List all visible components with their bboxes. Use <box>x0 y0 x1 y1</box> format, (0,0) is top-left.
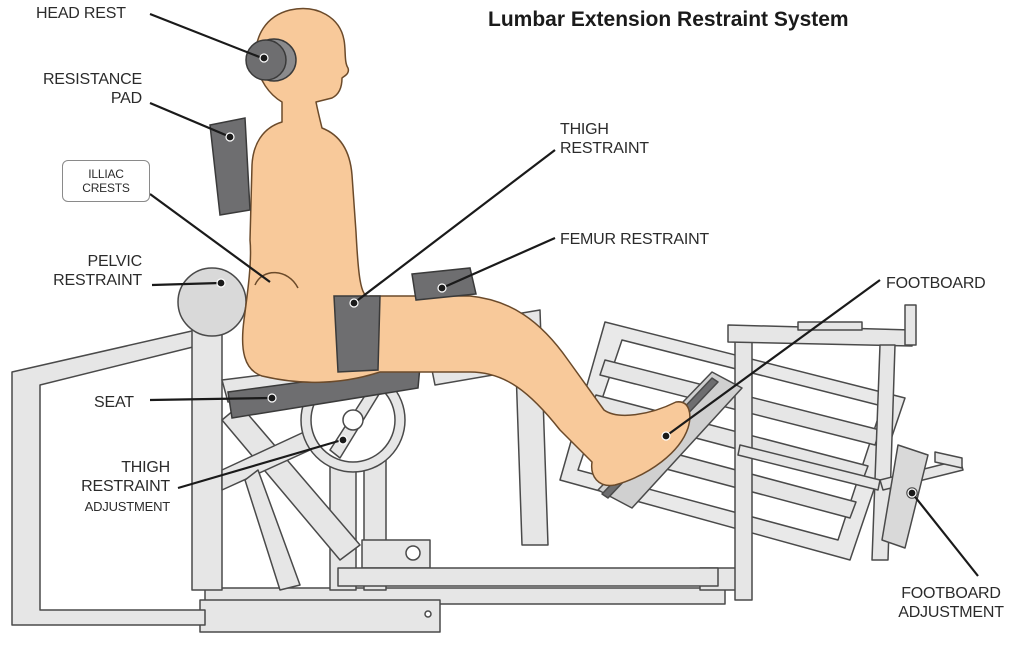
top-post <box>904 304 917 346</box>
crank-handle <box>934 451 963 469</box>
lower-rail <box>337 567 719 587</box>
iliac-crest-line <box>254 271 299 289</box>
crank-wheel <box>881 444 929 549</box>
dot-footboard <box>661 431 671 441</box>
thigh-restraint-pad <box>333 295 381 373</box>
leader-head-rest <box>149 12 263 60</box>
leader-pelvic-restraint <box>151 281 221 287</box>
label-thigh-restraint: THIGH RESTRAINT <box>560 121 649 157</box>
base-bolt <box>424 610 432 618</box>
label-femur-restraint: FEMUR RESTRAINT <box>560 231 710 248</box>
leader-femur-restraint <box>441 236 556 290</box>
leader-thigh-adjust <box>177 438 343 490</box>
leader-footboard-adjust <box>911 492 979 577</box>
label-pelvic-restraint: PELVIC RESTRAINT <box>53 253 142 289</box>
leader-footboard <box>665 279 881 437</box>
wheel-hub <box>342 409 364 431</box>
leader-seat <box>149 396 271 402</box>
leader-illiac-crests <box>149 193 271 283</box>
cross-bolt <box>405 545 421 561</box>
label-seat: SEAT <box>94 394 134 411</box>
leader-resistance-pad <box>149 101 229 138</box>
label-illiac-crests: ILLIAC CRESTS <box>62 160 150 202</box>
resistance-pad <box>209 117 251 216</box>
base-plate <box>199 599 441 633</box>
dot-femur <box>437 283 447 293</box>
label-head-rest: HEAD REST <box>36 5 126 22</box>
brace-5 <box>244 469 301 591</box>
dot-seat <box>267 393 277 403</box>
leader-thigh-restraint <box>353 149 556 304</box>
label-footboard: FOOTBOARD <box>886 275 986 292</box>
label-footboard-adjustment: FOOTBOARD ADJUSTMENT <box>898 585 1004 621</box>
pelvic-wheel <box>177 267 247 337</box>
dot-resistance-pad <box>225 132 235 142</box>
label-thigh-restraint-adjustment-sub: ADJUSTMENT <box>84 499 171 514</box>
label-thigh-restraint-adjustment: THIGH RESTRAINT <box>81 459 170 495</box>
dot-footboard-adjust <box>907 488 917 498</box>
footboard-rod <box>737 444 881 491</box>
rear-upright <box>734 329 753 601</box>
dot-thigh-restraint <box>349 298 359 308</box>
dot-head-rest <box>259 53 269 63</box>
label-resistance-pad: RESISTANCE PAD <box>42 71 142 107</box>
dot-pelvic <box>216 278 226 288</box>
diagram-title: Lumbar Extension Restraint System <box>488 8 849 31</box>
top-tab <box>797 321 863 331</box>
dot-thigh-adjust <box>338 435 348 445</box>
head-rest <box>245 38 297 82</box>
